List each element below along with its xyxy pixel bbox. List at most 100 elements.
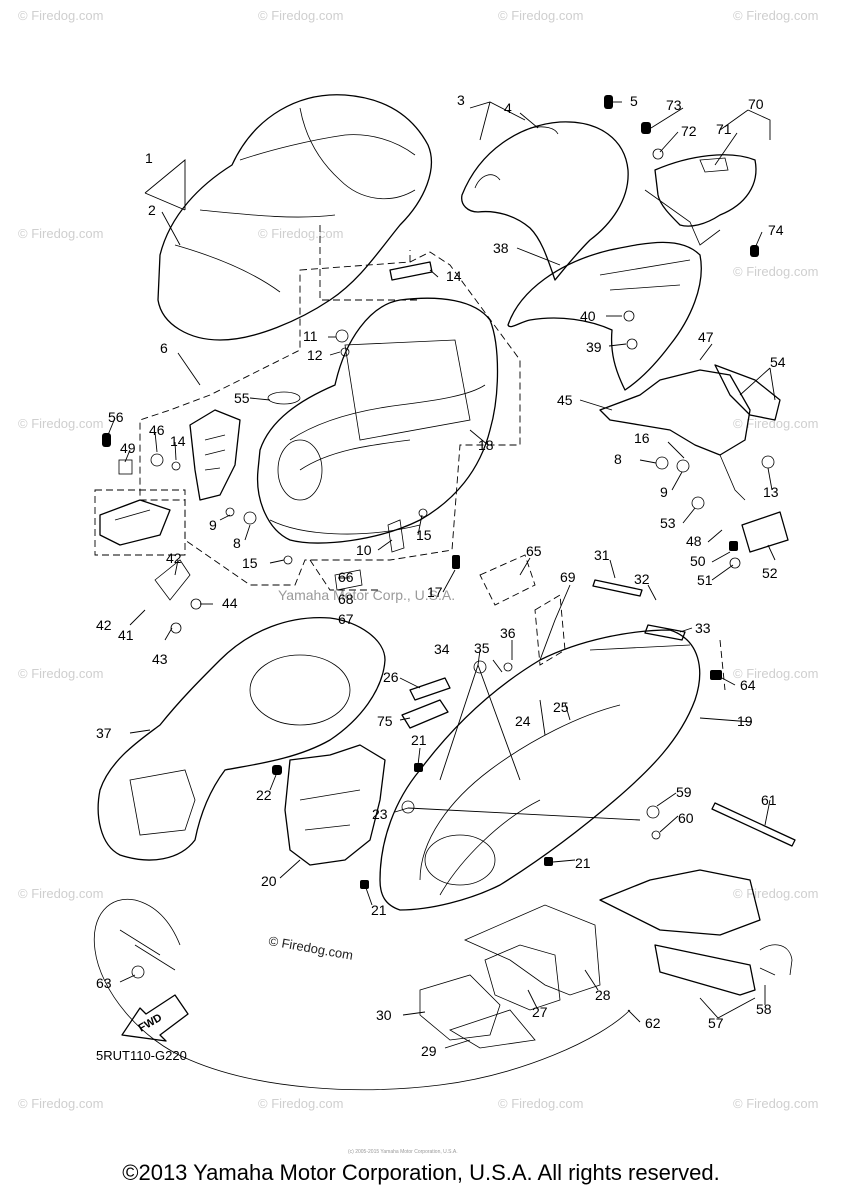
callout-8: 8 bbox=[233, 535, 241, 551]
callout-63: 63 bbox=[96, 975, 112, 991]
callout-45: 45 bbox=[557, 392, 573, 408]
storage-frame bbox=[379, 629, 701, 911]
bolt bbox=[452, 555, 460, 569]
callout-73: 73 bbox=[666, 97, 682, 113]
seat bbox=[157, 94, 432, 341]
callout-15: 15 bbox=[242, 555, 258, 571]
callout-66: 66 bbox=[338, 569, 354, 585]
callout-59: 59 bbox=[676, 784, 692, 800]
callout-42: 42 bbox=[166, 550, 182, 566]
bolt bbox=[604, 95, 613, 109]
callout-6: 6 bbox=[160, 340, 168, 356]
callout-54: 54 bbox=[770, 354, 786, 370]
callout-42: 42 bbox=[96, 617, 112, 633]
watermark: © Firedog.com bbox=[18, 8, 103, 23]
clip bbox=[729, 541, 738, 551]
watermark: © Firedog.com bbox=[733, 416, 818, 431]
watermark: © Firedog.com bbox=[18, 666, 103, 681]
callout-72: 72 bbox=[681, 123, 697, 139]
callout-53: 53 bbox=[660, 515, 676, 531]
screw bbox=[272, 765, 282, 775]
fasteners bbox=[102, 95, 775, 979]
callout-37: 37 bbox=[96, 725, 112, 741]
callout-14: 55 bbox=[234, 390, 250, 406]
callout-49: 9 bbox=[660, 484, 668, 500]
watermark: © Firedog.com bbox=[18, 416, 103, 431]
bolt bbox=[641, 122, 651, 134]
grab-bar bbox=[507, 241, 702, 391]
tiny-copyright: (c) 2005-2015 Yamaha Motor Corporation, … bbox=[348, 1149, 458, 1155]
callout-27: 27 bbox=[532, 1004, 548, 1020]
bolt bbox=[623, 310, 635, 322]
callout-21: 21 bbox=[411, 732, 427, 748]
callout-40: 40 bbox=[580, 308, 596, 324]
callout-74: 74 bbox=[768, 222, 784, 238]
callout-30: 30 bbox=[376, 1007, 392, 1023]
callout-32: 32 bbox=[634, 571, 650, 587]
watermark: © Firedog.com bbox=[258, 226, 343, 241]
pad-75 bbox=[401, 699, 449, 729]
inner-panel bbox=[284, 744, 386, 866]
callout-14: 14 bbox=[446, 268, 462, 284]
watermark: © Firedog.com bbox=[18, 886, 103, 901]
clip bbox=[473, 660, 487, 674]
pin bbox=[283, 555, 293, 565]
watermark: © Firedog.com bbox=[258, 1096, 343, 1111]
callout-44: 44 bbox=[222, 595, 238, 611]
callout-51: 51 bbox=[697, 572, 713, 588]
clip bbox=[414, 763, 423, 772]
pad-26 bbox=[409, 677, 451, 701]
callout-62: 62 bbox=[645, 1015, 661, 1031]
callout-61: 61 bbox=[761, 792, 777, 808]
hook bbox=[154, 559, 191, 601]
bolt bbox=[761, 455, 775, 469]
callout-17: 17 bbox=[427, 584, 443, 600]
screw bbox=[190, 598, 202, 610]
rivet bbox=[503, 662, 513, 672]
callout-10: 10 bbox=[356, 542, 372, 558]
callouts: 1 2 3 4 5 73 72 71 70 74 14 11 12 6 38 4… bbox=[96, 92, 786, 1059]
callout-60: 60 bbox=[678, 810, 694, 826]
hinge-plate bbox=[189, 409, 241, 501]
seal bbox=[267, 391, 301, 405]
clip bbox=[360, 880, 369, 889]
seat-cable bbox=[93, 898, 631, 1091]
license-bracket bbox=[599, 364, 781, 501]
drawing-code: 5RUT110-G220 bbox=[96, 1048, 187, 1063]
callout-21: 21 bbox=[575, 855, 591, 871]
callout-15: 15 bbox=[416, 527, 432, 543]
grommet bbox=[401, 800, 415, 814]
callout-29: 29 bbox=[421, 1043, 437, 1059]
watermark-center: © Firedog.com bbox=[267, 933, 354, 963]
callout-36: 36 bbox=[500, 625, 516, 641]
rear-seat bbox=[461, 121, 629, 281]
callout-4: 4 bbox=[504, 100, 512, 116]
group-outlines bbox=[94, 250, 726, 691]
bolt bbox=[750, 245, 759, 257]
callout-26: 26 bbox=[383, 669, 399, 685]
strap bbox=[711, 802, 796, 847]
watermark: © Firedog.com bbox=[18, 226, 103, 241]
pin bbox=[418, 508, 428, 518]
callout-33: 33 bbox=[695, 620, 711, 636]
callout-2: 2 bbox=[148, 202, 156, 218]
callout-25: 25 bbox=[553, 699, 569, 715]
washer bbox=[225, 507, 235, 517]
callout-21: 21 bbox=[371, 902, 387, 918]
callout-9: 14 bbox=[170, 433, 186, 449]
callout-58: 58 bbox=[756, 1001, 772, 1017]
washer bbox=[340, 347, 350, 357]
callout-69: 69 bbox=[560, 569, 576, 585]
leader-lines bbox=[107, 101, 776, 1049]
bolt bbox=[646, 805, 660, 819]
callout-3: 3 bbox=[457, 92, 465, 108]
callout-5: 5 bbox=[630, 93, 638, 109]
callout-41: 41 bbox=[118, 627, 134, 643]
callout-64: 64 bbox=[740, 677, 756, 693]
grommet bbox=[626, 338, 638, 350]
bar-part bbox=[592, 579, 643, 597]
washer bbox=[652, 148, 664, 160]
callout-13: 18 bbox=[478, 437, 494, 453]
callout-28: 28 bbox=[595, 987, 611, 1003]
callout-56: 8 bbox=[614, 451, 622, 467]
